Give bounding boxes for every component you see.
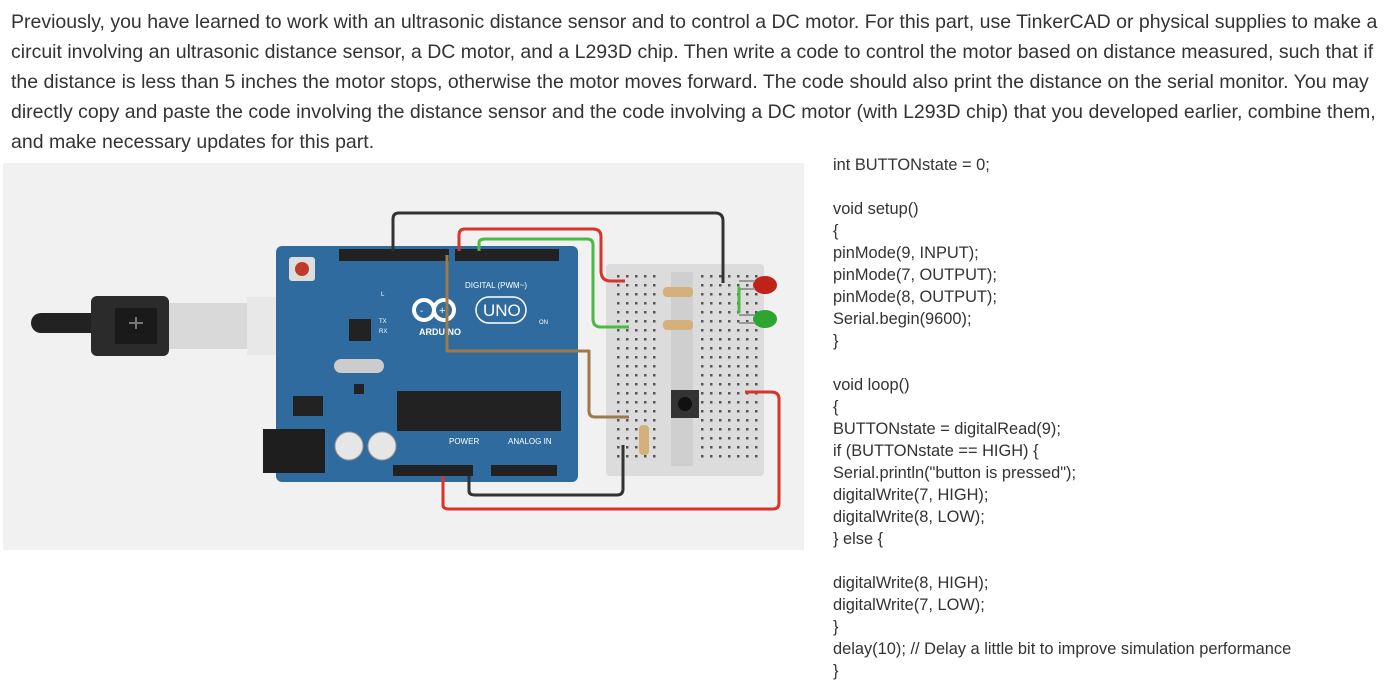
code-line: digitalWrite(8, LOW); [833, 508, 985, 526]
instructions-paragraph: Previously, you have learned to work wit… [11, 11, 1378, 153]
code-line: pinMode(9, INPUT); [833, 244, 979, 262]
rx-label: RX [379, 329, 387, 335]
code-listing: int BUTTONstate = 0; void setup() { pinMode… [833, 154, 1388, 682]
code-line: digitalWrite(8, HIGH); [833, 574, 989, 592]
code-line: digitalWrite(7, LOW); [833, 596, 985, 614]
wires [391, 211, 781, 511]
led-green [739, 310, 777, 328]
microcontroller-chip [397, 391, 561, 431]
code-line: } else { [833, 530, 884, 548]
arduino-logo: - + [412, 298, 456, 322]
code-line: int BUTTONstate = 0; [833, 156, 990, 174]
power-jack [263, 429, 325, 473]
svg-text:-: - [420, 306, 423, 317]
code-line: Serial.begin(9600); [833, 310, 972, 328]
code-line [833, 352, 1388, 374]
code-line: if (BUTTONstate == HIGH) { [833, 442, 1039, 460]
code-line: } [833, 618, 839, 636]
code-line: BUTTONstate = digitalRead(9); [833, 420, 1061, 438]
code-line [833, 550, 1388, 572]
code-line: void loop() [833, 376, 910, 394]
code-line: { [833, 222, 839, 240]
brand-label: ARDUINO [419, 327, 461, 337]
digital-label: DIGITAL (PWM~) [465, 281, 527, 290]
arduino-board: DIGITAL (PWM~) - + UNO ARDUINO ON L TX R… [263, 246, 578, 482]
code-line: digitalWrite(7, HIGH); [833, 486, 989, 504]
svg-text:+: + [439, 305, 445, 317]
uno-label: UNO [483, 301, 521, 320]
breadboard [606, 264, 764, 476]
code-line: } [833, 662, 839, 680]
on-label: ON [539, 320, 548, 326]
power-label: POWER [449, 437, 479, 446]
circuit-diagram: DIGITAL (PWM~) - + UNO ARDUINO ON L TX R… [3, 163, 804, 550]
code-line: pinMode(8, OUTPUT); [833, 288, 997, 306]
led-red [739, 276, 777, 294]
analog-label: ANALOG IN [508, 437, 552, 446]
code-line: { [833, 398, 839, 416]
code-line: } [833, 332, 839, 350]
code-line [833, 176, 1388, 198]
l-label: L [381, 292, 385, 298]
tx-label: TX [379, 319, 387, 325]
code-line: void setup() [833, 200, 919, 218]
code-line: Serial.println("button is pressed"); [833, 464, 1077, 482]
code-line: delay(10); // Delay a little bit to impr… [833, 640, 1292, 658]
code-line: pinMode(7, OUTPUT); [833, 266, 997, 284]
